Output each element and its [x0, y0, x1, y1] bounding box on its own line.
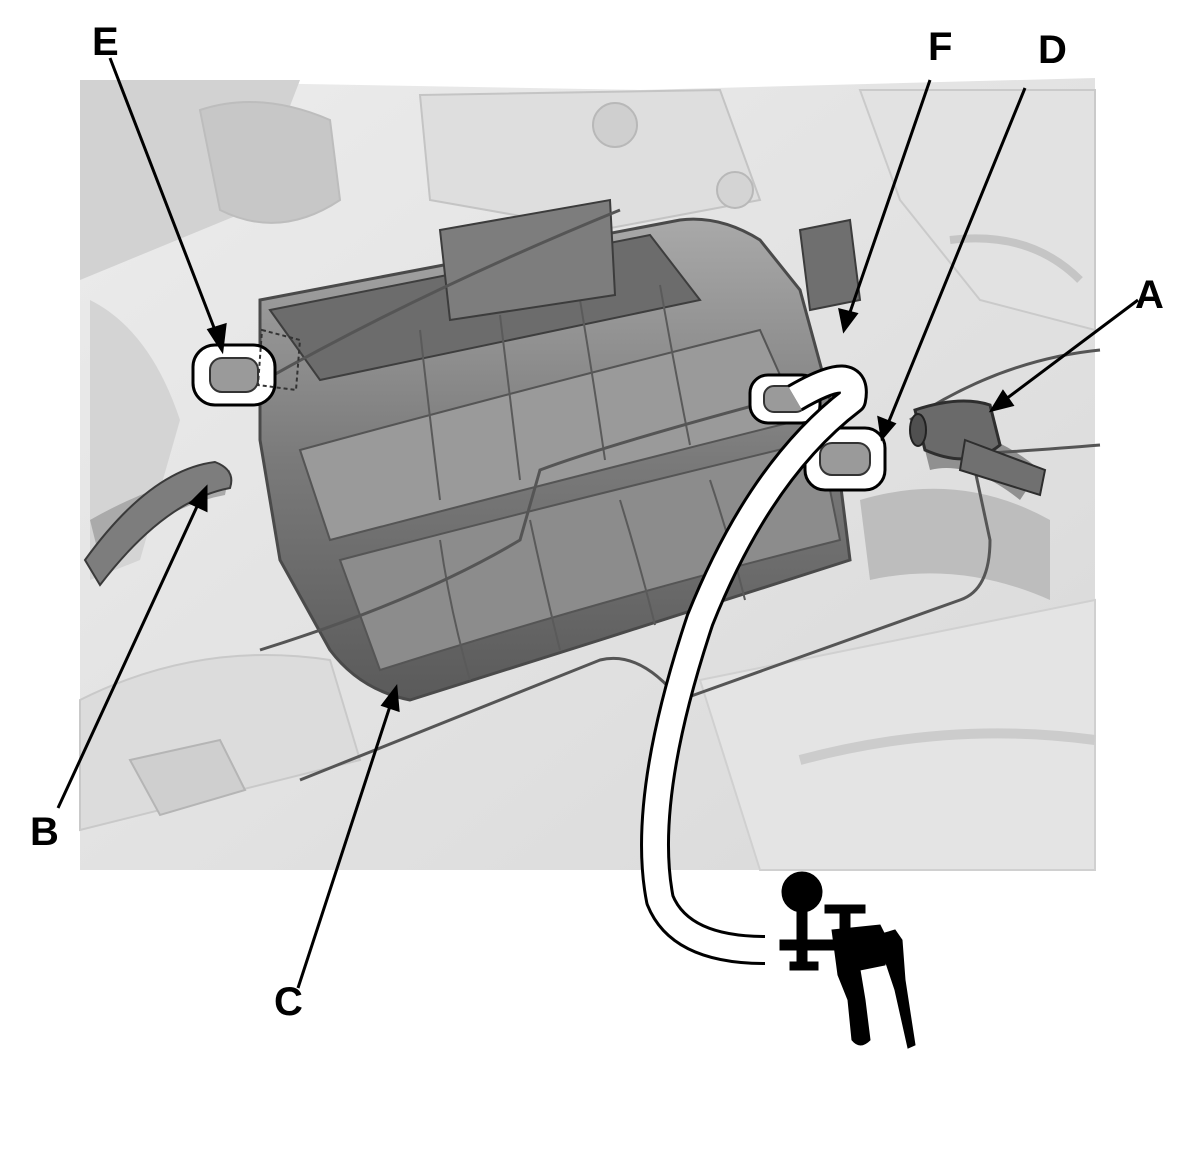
- callout-label-b: B: [30, 810, 59, 854]
- arrow-b: [56, 484, 208, 809]
- hose-connector-a: [909, 399, 1047, 497]
- vent-tube-b: [83, 460, 233, 587]
- vacuum-pump-icon: [779, 871, 916, 1049]
- drain-port-e: [191, 328, 302, 407]
- callout-label-d: D: [1038, 28, 1067, 72]
- callout-labels: E F D A B C: [30, 20, 1164, 1024]
- callout-label-e: E: [92, 20, 119, 64]
- callout-label-c: C: [274, 980, 303, 1024]
- vacuum-hose: [640, 364, 868, 965]
- arrow-c: [296, 684, 400, 989]
- arrow-e: [108, 57, 227, 355]
- arrow-f: [838, 79, 932, 334]
- callout-label-a: A: [1135, 273, 1164, 317]
- arrow-d: [877, 87, 1027, 442]
- callout-label-f: F: [928, 25, 952, 69]
- leader-lines: [56, 57, 1139, 989]
- arrow-a: [988, 298, 1139, 413]
